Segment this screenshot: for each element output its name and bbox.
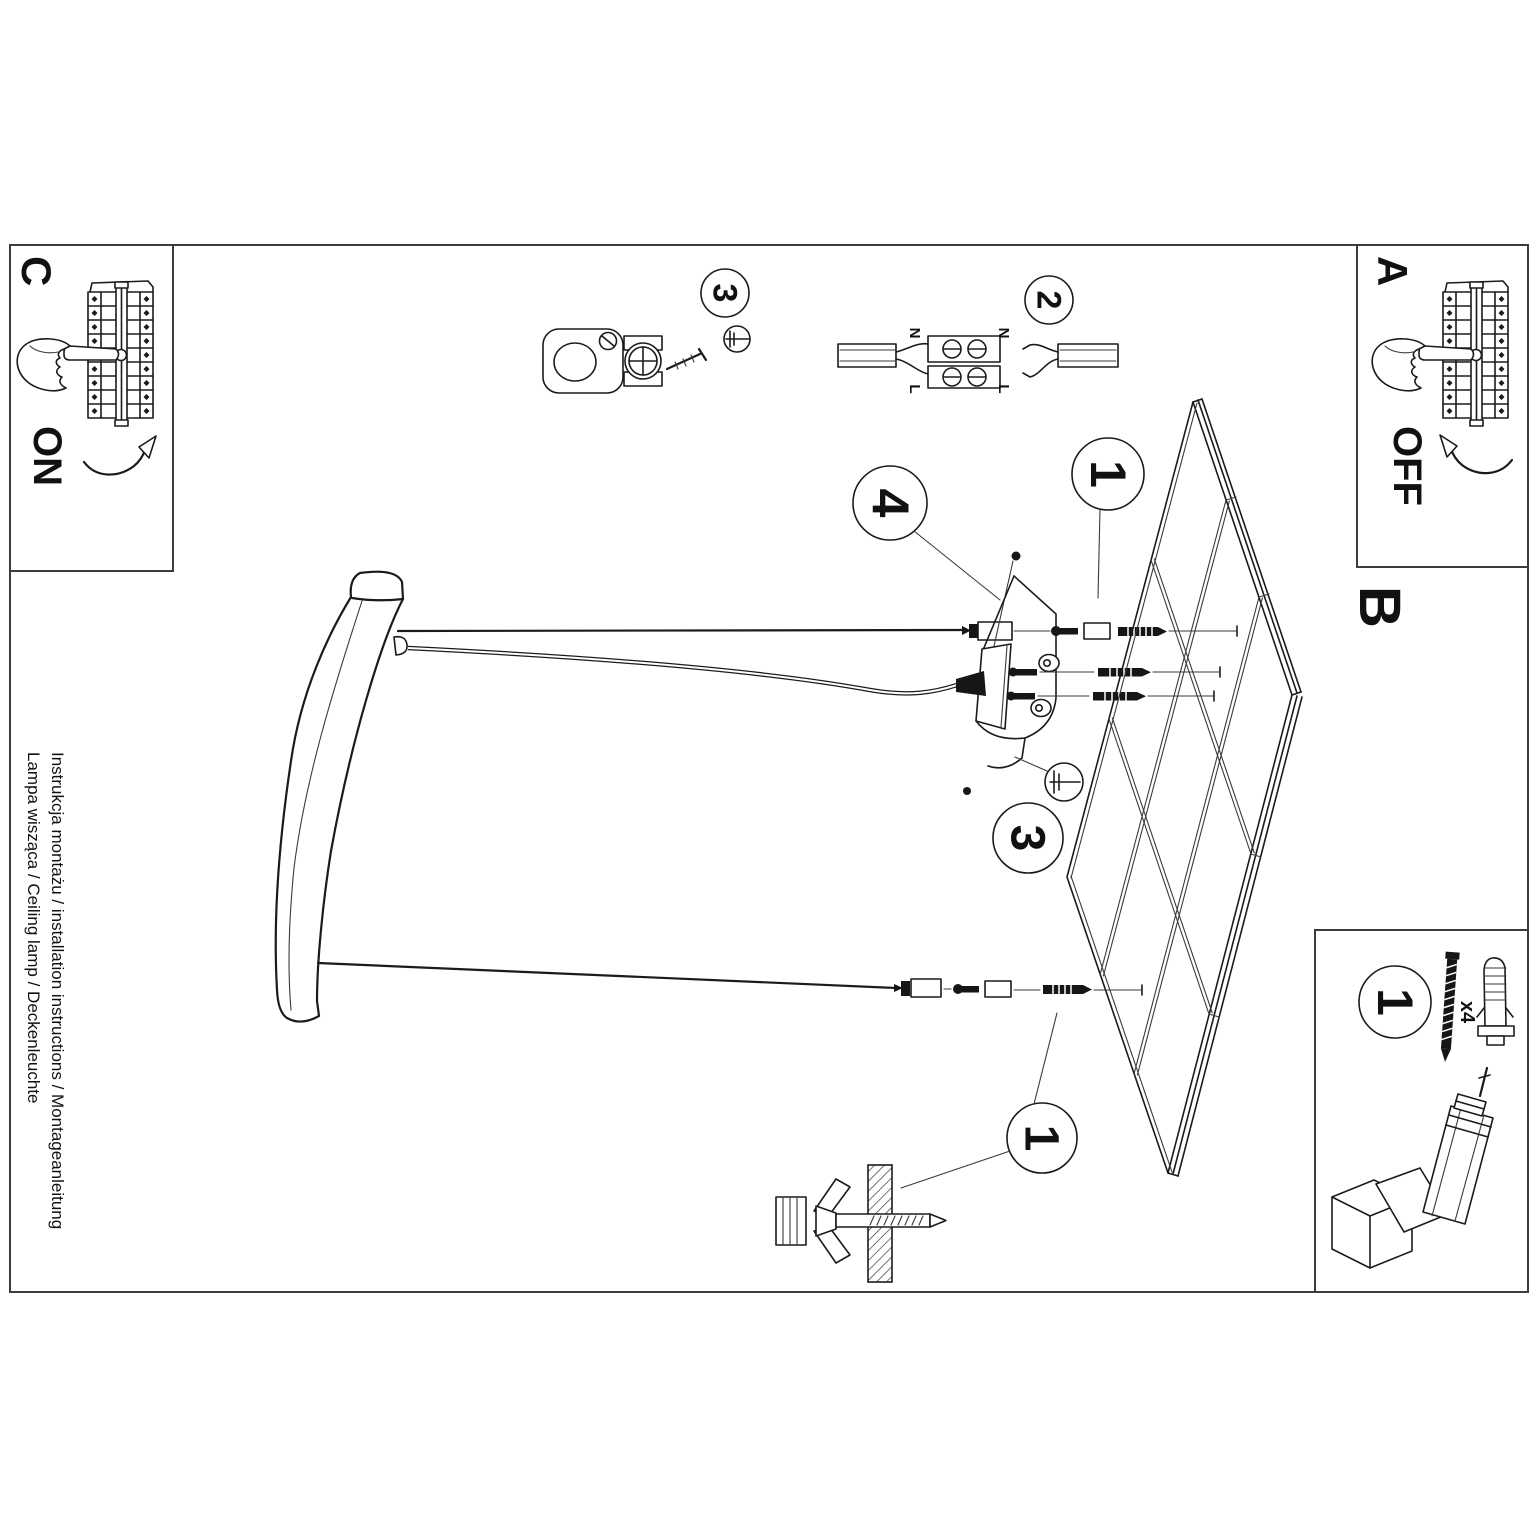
panel-rail-topright (1192, 398, 1302, 696)
on-label: ON (25, 426, 69, 486)
cable-gland-drawing (542, 328, 708, 394)
parts-callout-number: 1 (1367, 988, 1423, 1016)
callout-1-bottom: 1 (900, 1012, 1078, 1189)
wire-n-right-label: N (995, 328, 1012, 339)
anchor-row-2 (1039, 666, 1221, 678)
callout-1-top-number: 1 (1080, 460, 1136, 488)
callout-4-number: 4 (860, 489, 918, 518)
step-b-label: B (1347, 586, 1412, 628)
bracket-screw-row2 (1008, 667, 1037, 677)
parts-qty-label: x4 (1456, 1001, 1478, 1024)
callout-2-wiring: 2 (1024, 275, 1074, 325)
wire-n-left-label: N (906, 328, 923, 339)
parts-wall-plug-icon (1476, 957, 1515, 1046)
panel-rail-bottomright (1167, 695, 1303, 1177)
step-a-label: A (1369, 256, 1416, 286)
off-arrow-icon (1439, 434, 1514, 475)
parts-callout-1: 1 (1358, 965, 1432, 1039)
callout-4-bracket: 4 (852, 465, 1001, 601)
callout-1-top: 1 (1071, 437, 1145, 599)
parts-box (1314, 929, 1529, 1293)
callout-3-mid-number: 3 (1001, 825, 1054, 852)
callout-1-bottom-number: 1 (1015, 1125, 1068, 1152)
wire-l-left-label: L (906, 384, 923, 393)
callout-3-hook: 3 (700, 268, 751, 353)
mounting-bracket-drawing (956, 551, 1060, 795)
parts-screw-icon (1440, 951, 1460, 1062)
terminal-screws (942, 339, 987, 387)
callout-3-mid: 3 (992, 756, 1084, 874)
wall-anchor-screw-4 (1043, 985, 1092, 994)
gland-screw (665, 347, 708, 371)
anchor-row-3 (1037, 690, 1215, 702)
step-a-box (1356, 244, 1529, 568)
on-arrow-icon (82, 435, 157, 476)
step-c-label: C (13, 256, 60, 286)
sheet-title-line1: Instrukcja montażu / installation instru… (48, 752, 67, 1229)
power-cord (407, 645, 958, 696)
wire-l-right-label: L (995, 384, 1012, 393)
lamp-shade-drawing (274, 570, 408, 1023)
keyhole-tabs (1030, 653, 1060, 718)
cord-attachment-knob (393, 635, 408, 656)
suspension-top-row (396, 621, 1238, 641)
loose-screw (963, 787, 971, 795)
off-label: OFF (1385, 426, 1429, 506)
callout-3-number: 3 (705, 284, 743, 303)
cord-strain-relief (956, 671, 986, 696)
callout-2-number: 2 (1029, 291, 1067, 310)
panel-grid-bars (1099, 499, 1263, 1076)
breaker-unit-a (1371, 280, 1509, 427)
screwdriver-icon (723, 325, 751, 353)
terminal-block-drawing: N N L L (837, 328, 1119, 394)
main-frame (9, 244, 1529, 1293)
anchor-cross-section (775, 1164, 947, 1283)
drill-icon (1331, 1066, 1494, 1269)
suspension-bottom-row (316, 961, 1143, 998)
ceiling-panel-drawing (1066, 398, 1303, 1177)
bracket-screw-row3 (1006, 691, 1035, 701)
screwdriver-icon-mid (1014, 756, 1084, 802)
wall-anchor-screw-1 (1118, 627, 1167, 636)
step-c-box (9, 244, 174, 572)
sheet-title-line2: Lampa wisząca / Ceiling lamp / Deckenleu… (24, 752, 43, 1104)
breaker-unit-c (16, 280, 154, 427)
